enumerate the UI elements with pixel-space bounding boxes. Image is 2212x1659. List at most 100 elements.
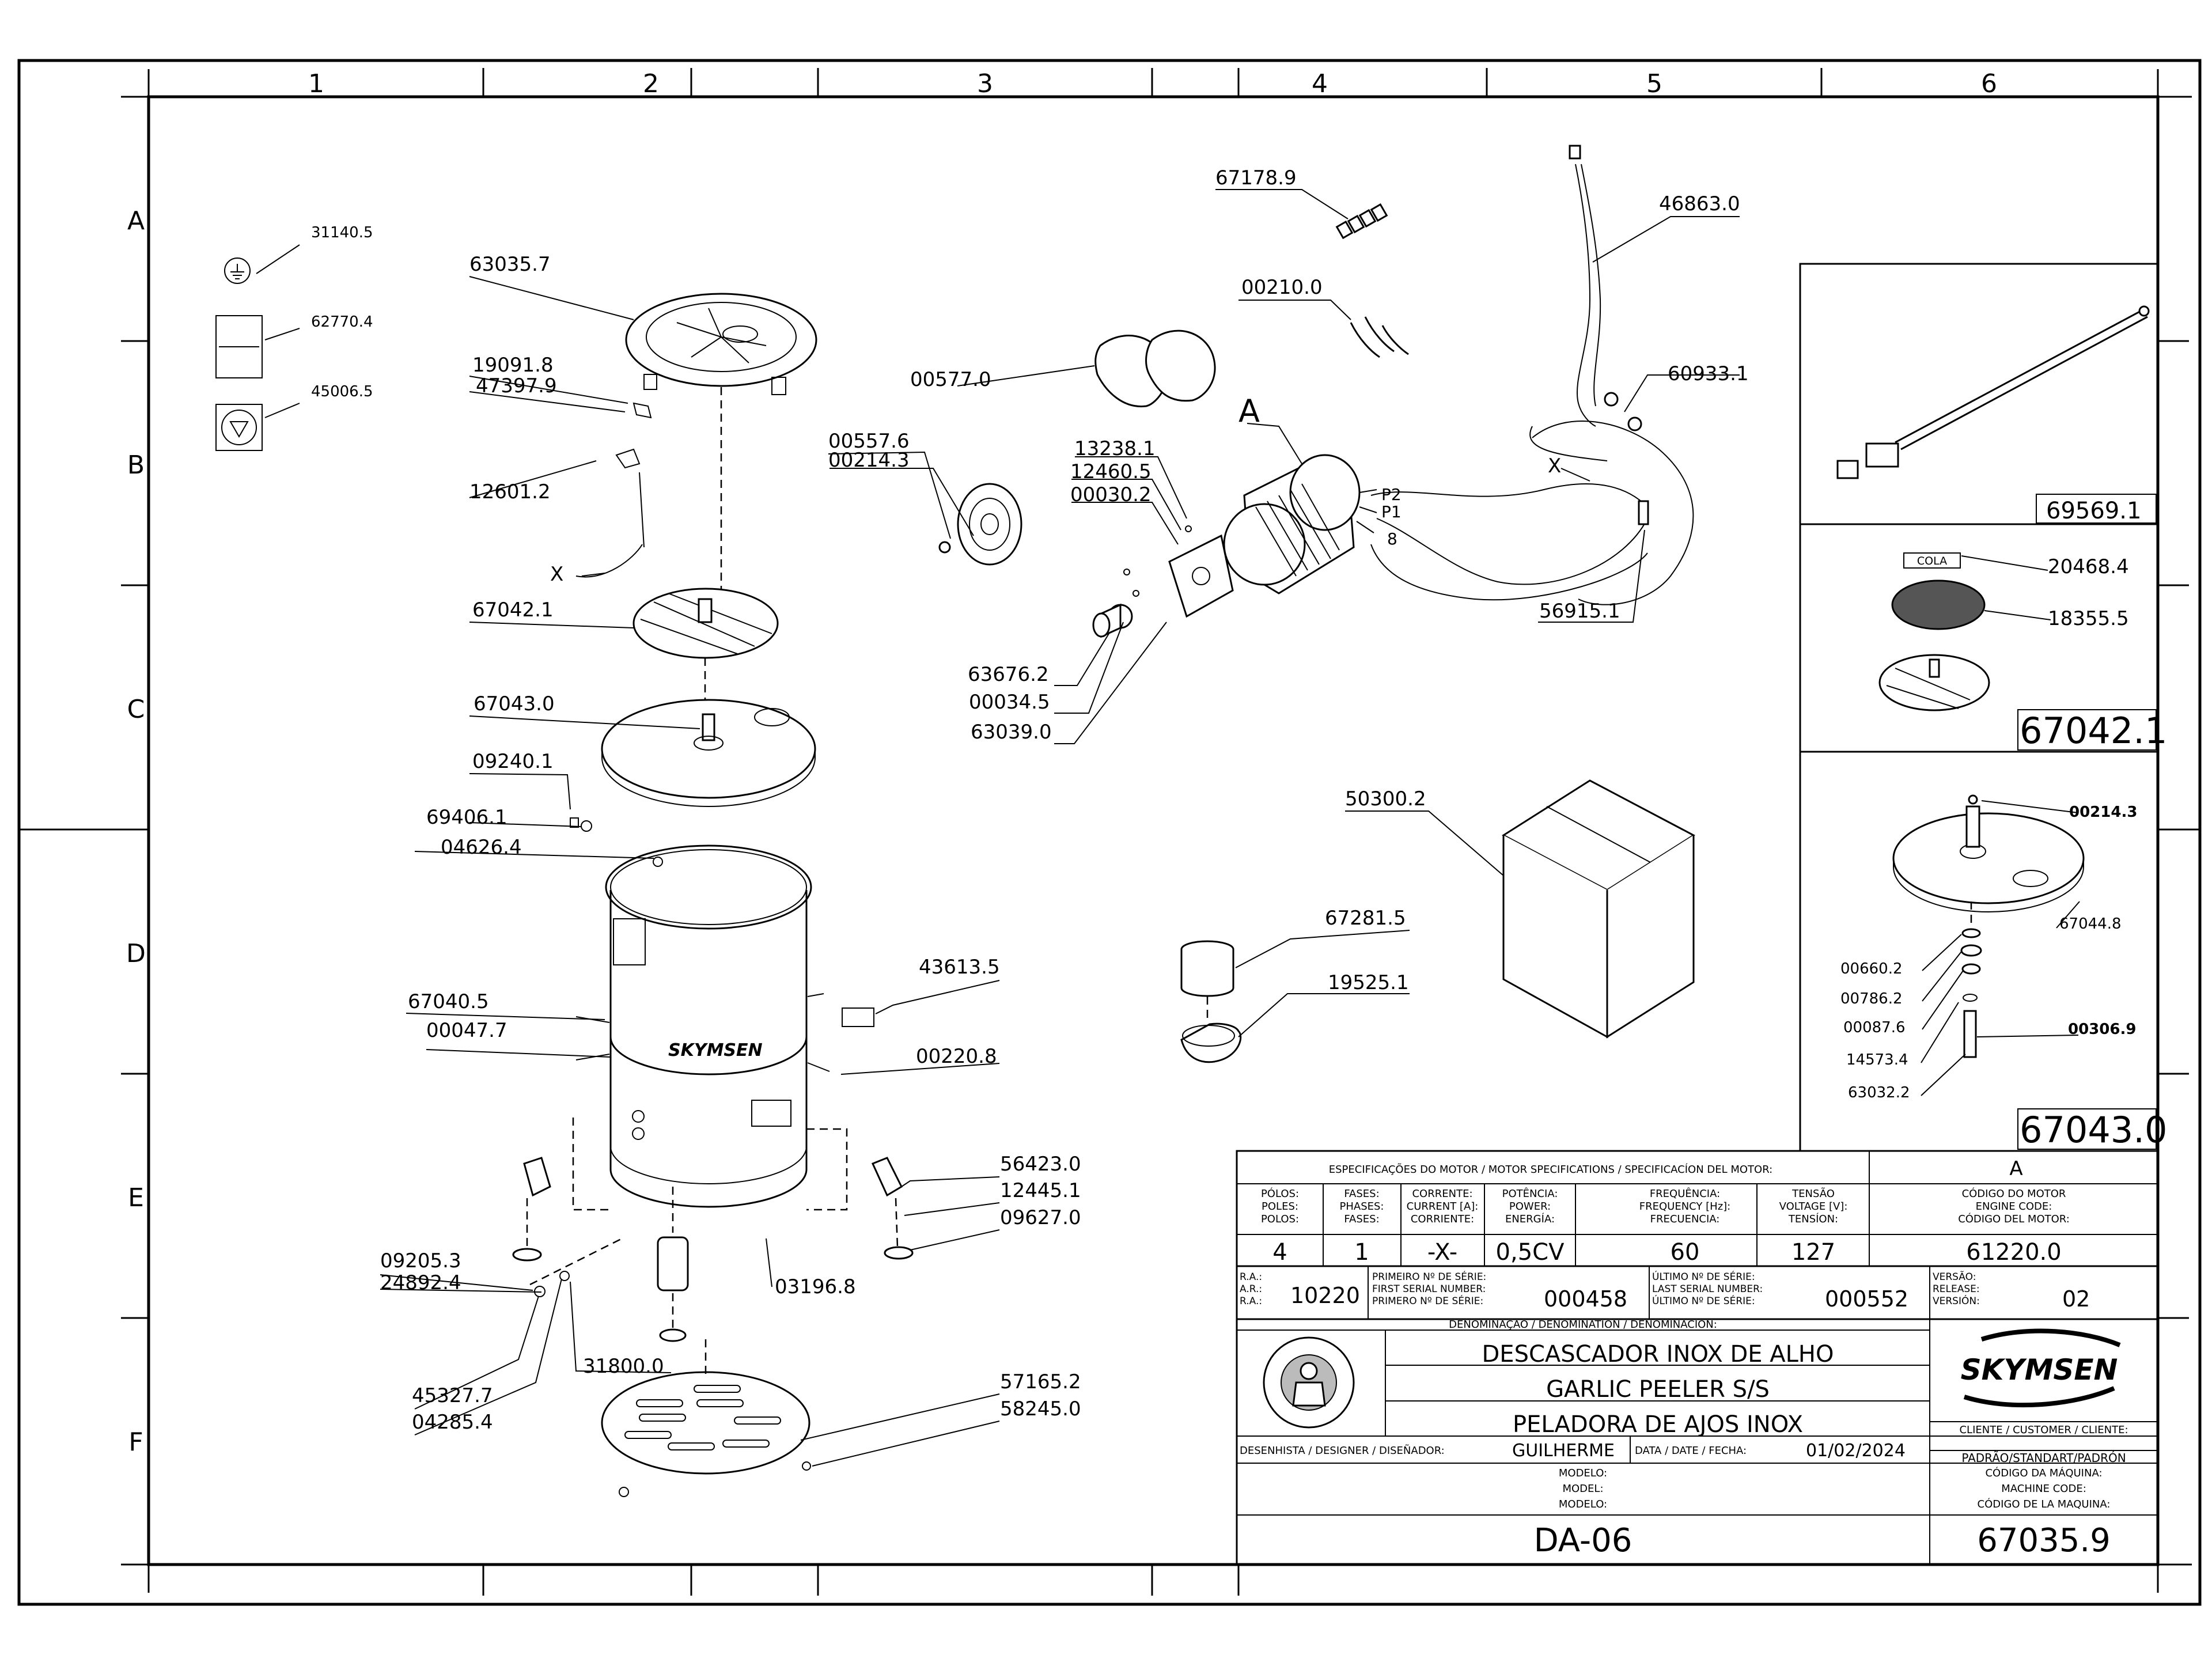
base-grate-plate [601, 1339, 811, 1497]
title-block: ESPECIFICAÇÕES DO MOTOR / MOTOR SPECIFIC… [1236, 1150, 2159, 1566]
callout-31140-5: 31140.5 [311, 224, 373, 241]
poles-label-es: POLOS: [1261, 1213, 1299, 1225]
callout-04285-4: 04285.4 [412, 1411, 493, 1434]
feet-and-mounts [512, 1118, 914, 1342]
authorized-service-seal [1263, 1336, 1355, 1429]
motor-assembly [1092, 454, 1377, 638]
plate-panel-code: 67043.0 [2020, 1109, 2167, 1151]
model-label-en: MODEL: [1562, 1483, 1603, 1495]
motor-spec-header: ESPECIFICAÇÕES DO MOTOR / MOTOR SPECIFIC… [1329, 1163, 1773, 1176]
callout-45006-5: 45006.5 [311, 383, 373, 400]
callout-24892-4: 24892.4 [380, 1271, 461, 1294]
body-logo-text: SKYMSEN [668, 1040, 763, 1060]
version-value: 02 [2062, 1286, 2090, 1312]
callout-63676-2: 63676.2 [968, 663, 1049, 686]
callout-57165-2: 57165.2 [1000, 1370, 1081, 1393]
plate-code-label: 67044.8 [2059, 915, 2122, 933]
callout-00577-0: 00577.0 [910, 368, 991, 391]
power-label-en: POWER: [1509, 1200, 1551, 1213]
callout-x-right: X [1548, 454, 1561, 478]
callout-09240-1: 09240.1 [472, 750, 554, 773]
machine-code-label-es: CÓDIGO DE LA MAQUINA: [1978, 1498, 2111, 1510]
ra-value: 10220 [1290, 1283, 1360, 1308]
machine-code-value: 67035.9 [1977, 1522, 2111, 1559]
glue-code-label: 20468.4 [2048, 555, 2129, 578]
detail-panel-labels: 69569.1 20468.4 18355.5 67042.1 00214.3 … [1840, 498, 2167, 1151]
plate-part-5: 63032.2 [1848, 1084, 1910, 1101]
first-serial-label-en: FIRST SERIAL NUMBER: [1372, 1283, 1486, 1295]
designer-label: DESENHISTA / DESIGNER / DISEÑADOR: [1240, 1444, 1445, 1457]
mesh-disc-icon [1891, 579, 1986, 630]
callout-00030-2: 00030.2 [1070, 483, 1152, 506]
callout-00220-8: 00220.8 [916, 1045, 997, 1068]
grid-col-4: 4 [1312, 69, 1328, 99]
callout-47397-9: 47397.9 [476, 374, 557, 397]
last-serial-value: 000552 [1825, 1286, 1908, 1312]
callout-19525-1: 19525.1 [1328, 971, 1409, 994]
callout-motor-a: A [1238, 393, 1260, 429]
callout-p1: P1 [1381, 502, 1402, 521]
model-value: DA-06 [1534, 1522, 1633, 1559]
logo-text: SKYMSEN [1961, 1353, 2118, 1387]
plate-detail [1892, 794, 2085, 1058]
frequency-value: 60 [1671, 1239, 1700, 1266]
callout-45327-7: 45327.7 [412, 1384, 493, 1407]
current-label-es: CORRIENTE: [1411, 1213, 1474, 1225]
engine-code-value: 61220.0 [1966, 1239, 2061, 1266]
callout-00034-5: 00034.5 [969, 691, 1050, 714]
current-label-en: CURRENT [A]: [1407, 1200, 1479, 1213]
callout-p2: P2 [1381, 485, 1402, 504]
grid-col-5: 5 [1646, 69, 1662, 99]
first-serial-label-es: PRIMERO Nº DE SÉRIE: [1372, 1294, 1483, 1307]
callout-x-left: X [550, 563, 563, 586]
plate-part-1: 00660.2 [1840, 960, 1903, 978]
callout-12460-5: 12460.5 [1070, 460, 1152, 483]
customer-label: CLIENTE / CUSTOMER / CLIENTE: [1959, 1424, 2128, 1436]
callout-31800-0: 31800.0 [583, 1355, 664, 1378]
power-label-pt: POTÊNCIA: [1502, 1187, 1558, 1200]
callout-09205-3: 09205.3 [380, 1249, 461, 1272]
callout-43613-5: 43613.5 [919, 956, 1000, 979]
voltage-label-es: TENSÍON: [1788, 1213, 1838, 1225]
grid-col-3: 3 [977, 69, 993, 99]
symbol-icons [215, 257, 263, 451]
motor-wiring [1370, 145, 1694, 605]
date-label: DATA / DATE / FECHA: [1635, 1445, 1747, 1457]
callout-56915-1: 56915.1 [1539, 600, 1620, 623]
poles-value: 4 [1272, 1239, 1287, 1266]
phases-label-pt: FASES: [1344, 1188, 1379, 1200]
grid-row-F: F [128, 1427, 143, 1457]
callout-67043-0: 67043.0 [474, 692, 555, 715]
frequency-label-es: FRECUENCIA: [1650, 1213, 1720, 1225]
version-label-en: RELEASE: [1933, 1283, 1980, 1295]
grid-labels: 1 2 3 4 5 6 A B C D E F [126, 69, 1997, 1457]
ra-label-2: A.R.: [1240, 1283, 1262, 1295]
denomination-header: DENOMINAÇÃO / DENOMINATION / DENOMINACIÓ… [1449, 1318, 1717, 1331]
machine-code-label-pt: CÓDIGO DA MÁQUINA: [1985, 1467, 2102, 1479]
machine-code-label-en: MACHINE CODE: [2001, 1483, 2086, 1495]
callout-00557-6: 00557.6 [828, 430, 910, 453]
callout-00214-3: 00214.3 [828, 449, 910, 472]
grid-row-D: D [126, 939, 146, 968]
phases-value: 1 [1354, 1239, 1369, 1266]
callout-12601-2: 12601.2 [469, 480, 551, 503]
plate-part-3: 00087.6 [1843, 1019, 1906, 1036]
last-serial-label-en: LAST SERIAL NUMBER: [1652, 1283, 1763, 1295]
model-label-pt: MODELO: [1559, 1467, 1607, 1479]
voltage-label-pt: TENSÃO [1791, 1187, 1835, 1200]
mesh-code-label: 18355.5 [2048, 607, 2129, 630]
designer-value: GUILHERME [1512, 1441, 1615, 1461]
grid-row-A: A [127, 206, 145, 236]
ra-label-3: R.A.: [1240, 1296, 1262, 1307]
engine-code-label-pt: CÓDIGO DO MOTOR [1962, 1187, 2066, 1200]
power-label-es: ENERGÍA: [1505, 1213, 1555, 1225]
cola-label: COLA [1917, 555, 1947, 567]
version-label-pt: VERSÃO: [1933, 1270, 1976, 1283]
current-label-pt: CORRENTE: [1412, 1188, 1472, 1200]
callout-00047-7: 00047.7 [426, 1019, 507, 1042]
disc-panel-code: 67042.1 [2020, 710, 2167, 752]
callout-50300-2: 50300.2 [1345, 787, 1426, 810]
label-sticker-icon [215, 315, 263, 378]
frequency-label-pt: FREQUÊNCIA: [1650, 1187, 1720, 1200]
